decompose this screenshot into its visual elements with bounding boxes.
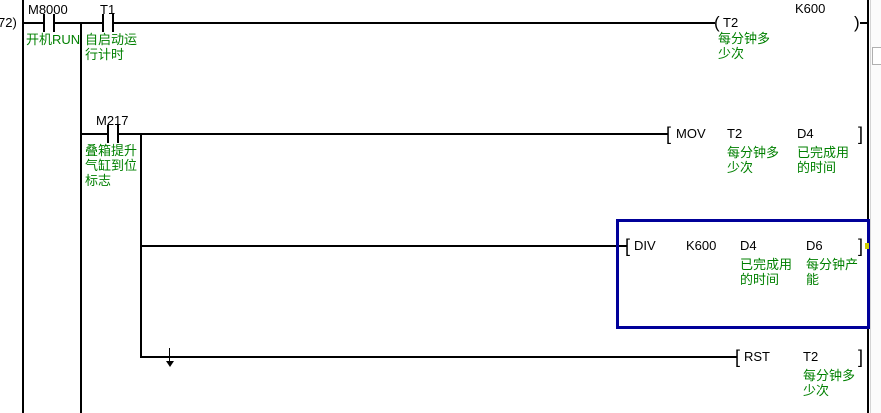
mov-open-bracket: [ <box>666 124 672 144</box>
coil-comment-line1: 每分钟多 <box>718 31 771 46</box>
wire-row2-seg1 <box>81 133 107 135</box>
coil-close-paren: ) <box>854 13 860 32</box>
coil-open-paren: ( <box>714 13 720 32</box>
mov-operand1: T2 <box>727 126 743 141</box>
contact-m217-comment-line2: 气缸到位 <box>85 158 138 173</box>
mov-operand2-comment-line1: 已完成用 <box>797 145 850 160</box>
rst-operand1: T2 <box>803 349 819 364</box>
div-operand1: K600 <box>686 238 717 253</box>
coil-comment-line2: 少次 <box>718 46 745 61</box>
rst-operand1-comment-line2: 少次 <box>803 383 830 398</box>
contact-t1-right-bar <box>112 14 114 32</box>
wire-row1-seg1 <box>23 22 43 24</box>
contact-t1-comment-line1: 自启动运 <box>85 32 138 47</box>
right-power-rail <box>867 0 869 413</box>
contact-m8000-left-bar <box>43 14 45 32</box>
rung-step-number: 72) <box>0 15 17 30</box>
mov-close-bracket: ] <box>858 124 864 144</box>
div-operand3-comment-line2: 能 <box>806 272 820 287</box>
contact-m217-left-bar <box>107 125 109 143</box>
contact-t1-device-label: T1 <box>100 2 116 17</box>
mov-operand1-comment-line2: 少次 <box>727 160 754 175</box>
rst-mnemonic: RST <box>744 349 770 364</box>
rst-open-bracket: [ <box>735 347 741 367</box>
scrollbar-thumb[interactable] <box>872 47 881 65</box>
selection-anchor-mark <box>865 243 869 249</box>
mov-operand1-comment-line1: 每分钟多 <box>727 145 780 160</box>
wire-row4-seg1 <box>141 356 737 358</box>
contact-t1-comment-line2: 行计时 <box>85 47 125 62</box>
mov-mnemonic: MOV <box>676 126 706 141</box>
div-operand2: D4 <box>740 238 757 253</box>
div-close-bracket: ] <box>858 236 864 256</box>
contact-m8000-comment: 开机RUN <box>26 32 81 47</box>
contact-m8000-right-bar <box>53 14 55 32</box>
wire-row1-seg4 <box>860 22 868 24</box>
wire-row2-seg2 <box>119 133 668 135</box>
div-operand3: D6 <box>806 238 823 253</box>
contact-m217-device-label: M217 <box>96 113 129 128</box>
down-arrow-icon-head <box>166 361 174 367</box>
coil-device-label: T2 <box>723 15 739 30</box>
rst-operand1-comment-line1: 每分钟多 <box>803 368 856 383</box>
div-operand2-comment-line1: 已完成用 <box>740 257 793 272</box>
contact-m217-comment-line3: 标志 <box>85 173 112 188</box>
selection-box <box>616 219 870 329</box>
left-power-rail <box>22 0 24 413</box>
wire-row1-seg3 <box>114 22 715 24</box>
contact-m8000-device-label: M8000 <box>28 2 68 17</box>
mov-operand2-comment-line2: 的时间 <box>797 160 837 175</box>
branch-rail-1 <box>80 22 82 413</box>
scrollbar-track[interactable] <box>870 0 881 413</box>
down-arrow-icon <box>169 348 170 362</box>
div-mnemonic: DIV <box>634 238 656 253</box>
div-operand3-comment-line1: 每分钟产 <box>806 257 859 272</box>
coil-preset-label: K600 <box>795 1 826 16</box>
contact-t1-left-bar <box>102 14 104 32</box>
rst-close-bracket: ] <box>858 347 864 367</box>
wire-row1-seg2 <box>55 22 102 24</box>
wire-row3-seg1 <box>141 245 627 247</box>
div-open-bracket: [ <box>625 236 631 256</box>
mov-operand2: D4 <box>797 126 814 141</box>
div-operand2-comment-line2: 的时间 <box>740 272 780 287</box>
contact-m217-comment-line1: 叠箱提升 <box>85 143 138 158</box>
contact-m217-right-bar <box>117 125 119 143</box>
